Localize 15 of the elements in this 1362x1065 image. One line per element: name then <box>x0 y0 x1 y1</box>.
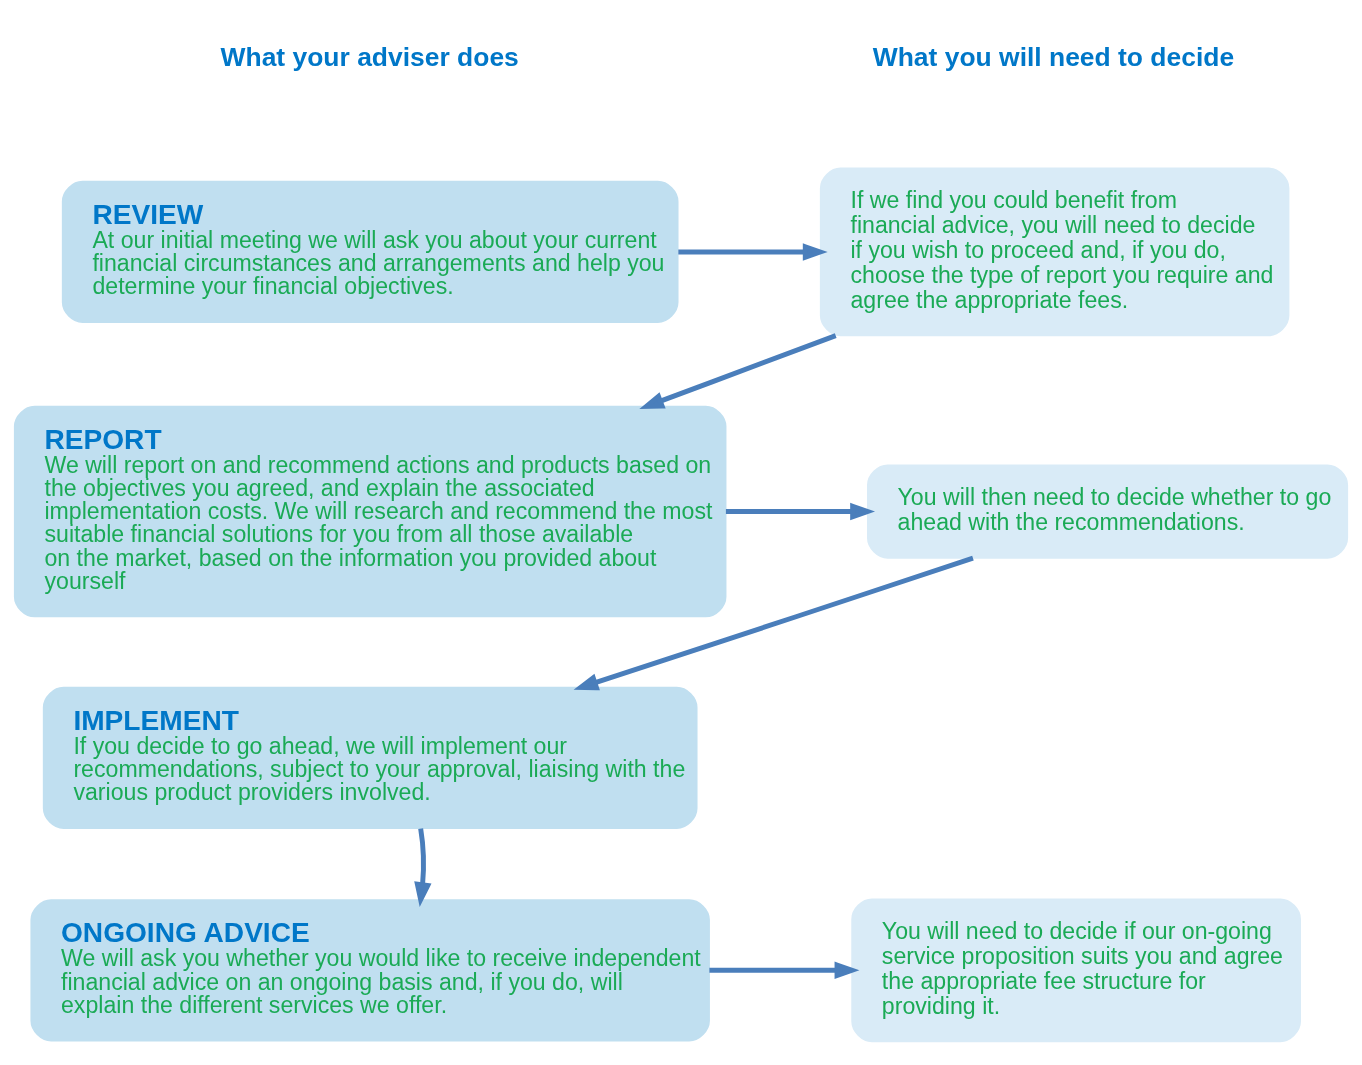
arrow <box>639 332 837 409</box>
node-box: If we find you could benefit from financial advice, you will need to decide if you wish to proceed and, if you do, choose the type of report you require and agree the appropriate fees. <box>819 167 1290 336</box>
arrow <box>678 242 828 261</box>
label: What your adviser does <box>220 41 519 72</box>
node-box: REVIEW At our initial meeting we will ask you about your current financial circumstances and arrangements and help you determine your financial objectives. <box>61 180 679 323</box>
arrow <box>414 827 432 907</box>
arrow <box>573 555 974 690</box>
node-box: IMPLEMENT If you decide to go ahead, we will implement our recommendations, subject to your approval, liaising with the various product providers involved. <box>42 686 698 829</box>
label: What you will need to decide <box>872 41 1235 72</box>
arrow <box>709 961 860 979</box>
node-box: ONGOING ADVICE We will ask you whether you would like to receive independent financial advice on an ongoing basis and, if you do, will explain the different services we offer. <box>30 898 710 1041</box>
node-box: You will then need to decide whether to go ahead with the recommendations. <box>867 463 1349 559</box>
node-box: REPORT We will report on and recommend actions and products based on the objectives you agreed, and explain the associated implementation costs. We will research and recommend the most suitable financial solutions for you from all those available on the market, based on the information you provided about yourself <box>13 405 727 617</box>
arrow <box>725 502 876 520</box>
node-box: You will need to decide if our on-going service proposition suits you and agree the appropriate fee structure for providing it. <box>851 897 1301 1042</box>
